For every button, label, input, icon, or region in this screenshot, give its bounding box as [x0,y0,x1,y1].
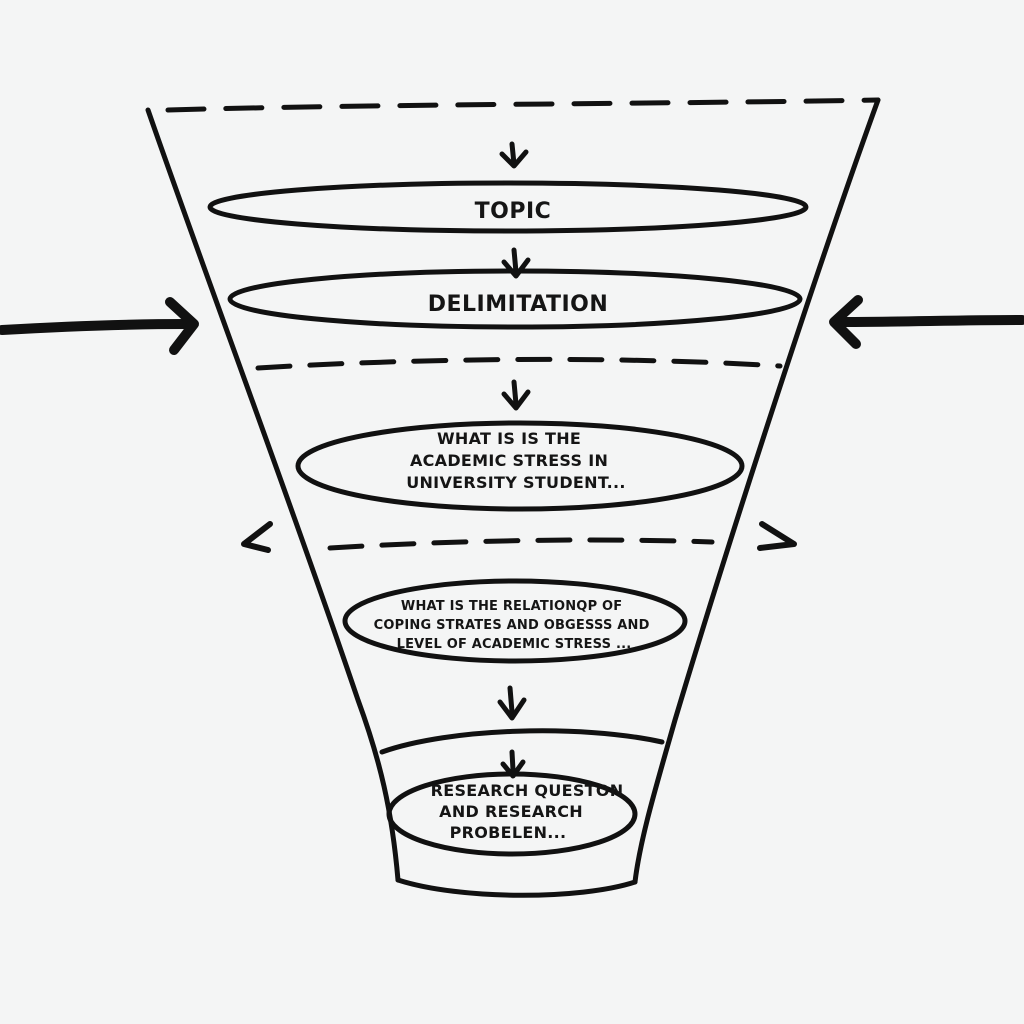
down-arrow-5 [500,749,526,779]
down-arrow-1 [499,141,529,169]
stage-question-broad-ellipse [295,420,745,512]
funnel-top-dashed-rim [165,97,881,113]
dashed-separator-lower [327,537,715,551]
down-arrow-3 [501,379,531,411]
left-incoming-arrow [0,297,199,355]
funnel-left-wall [145,107,401,883]
funnel-bottom [395,877,638,898]
right-incoming-arrow [829,295,1024,349]
right-chevron [757,521,797,551]
funnel-right-wall [632,97,881,885]
bottom-bowl-arc [379,728,665,755]
dashed-separator-upper [255,356,783,371]
stage-question-narrow-label: WHAT IS THE RELATIONQP OF COPING STRATES… [374,599,655,652]
funnel-outline [145,97,881,898]
stage-topic-ellipse [207,180,809,234]
stage-delimitation-label: DELIMITATION [428,292,609,317]
down-arrow-4 [497,685,527,721]
left-chevron [241,521,273,553]
stage-question-narrow-ellipse [342,578,688,664]
down-arrow-2 [501,247,531,279]
stage-question-broad-label: WHAT IS IS THE ACADEMIC STRESS IN UNIVER… [406,429,626,492]
stage-research-label: RESEARCH QUESTON AND RESEARCH PROBELEN..… [431,781,630,842]
stage-topic-label: TOPIC [475,199,552,224]
